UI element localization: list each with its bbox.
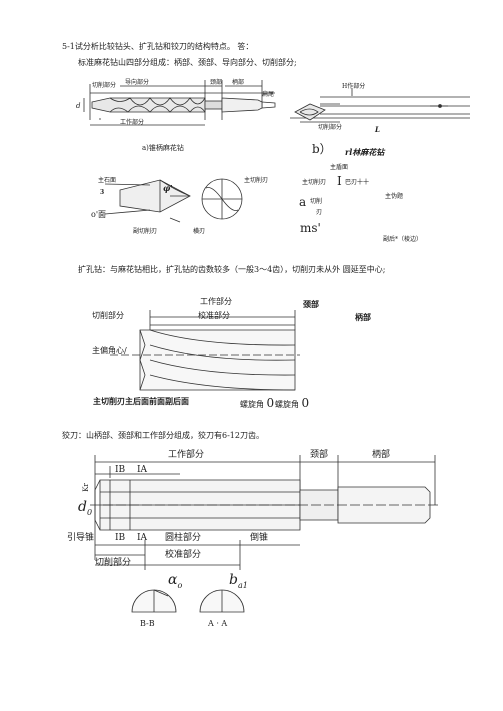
fig1-shank-label: 柄部 bbox=[232, 79, 245, 86]
fig2-pseudo-label: 主伪题 bbox=[385, 193, 404, 200]
drill-structure-line: 标准麻花钻山四部分组成：柄部、颈部、导向部分、切削部分; bbox=[78, 58, 297, 67]
fig4-working-part-label: 工作部分 bbox=[168, 450, 205, 460]
straight-shank-drill-drawing bbox=[290, 88, 470, 123]
fig3-cutting-angle-label: 主偏角心/ bbox=[92, 346, 127, 355]
taper-shank-drill-drawing bbox=[83, 80, 276, 126]
fig2-minor-flank-label: 副后*（棱边） bbox=[383, 236, 423, 243]
core-drill-drawing bbox=[110, 310, 300, 391]
fig3-working-part-label: 工作部分 bbox=[200, 297, 232, 306]
fig3-cut-part-label: 切削部分 bbox=[92, 311, 124, 320]
fig3-helix2-label: 螺旋角 0 bbox=[275, 396, 310, 410]
fig1b-L-label: L bbox=[375, 125, 380, 134]
fig1-cut-part-label: 切削部分 bbox=[92, 82, 117, 89]
fig2-main-edge2-label: 主切削刃 bbox=[302, 179, 327, 186]
fig2-ms-label: ms' bbox=[300, 221, 321, 235]
fig4-IB-label: IB bbox=[115, 465, 126, 475]
fig3-calib-part-label: 校准部分 bbox=[198, 311, 230, 320]
fig4-lead-cone-label: 引导锥 bbox=[67, 533, 95, 543]
fig4-d0-label: d0 bbox=[78, 499, 93, 517]
fig1a-caption: a)锥柄麻花钻 bbox=[142, 144, 184, 152]
fig2-flank-face-label: 主盾面 bbox=[330, 164, 349, 171]
fig1-tang-label: 扁尾 bbox=[262, 91, 275, 98]
fig4-section-bb-label: B-B bbox=[140, 619, 155, 628]
fig4-cut-part-label: 切削部分 bbox=[95, 558, 132, 568]
fig4-kr-label: Kr bbox=[81, 483, 90, 492]
fig1-working-part-label: 工作部分 bbox=[120, 119, 145, 126]
fig4-alpha-label: αo bbox=[168, 572, 183, 590]
fig4-IA-label: IA bbox=[137, 465, 148, 475]
fig3-bottom-label: 主切削刃主后面前面副后面 bbox=[93, 396, 189, 406]
fig2-cut-label: 切削 bbox=[310, 198, 323, 205]
fig4-back-taper-label: 倒锥 bbox=[250, 533, 269, 543]
fig4-cylinder-label: 圆柱部分 bbox=[165, 533, 202, 543]
fig2-main-edge-label: 主切削刃 bbox=[244, 177, 269, 184]
fig2-edge2-label: 刃 bbox=[316, 209, 323, 216]
fig2-minor-edge-label: 副切削刃 bbox=[133, 228, 158, 235]
fig2-three-label: 3 bbox=[100, 189, 105, 196]
fig2-phi-label: φ' bbox=[163, 183, 173, 193]
fig4-calib-part-label: 校准部分 bbox=[165, 550, 202, 560]
reamer-line: 狡刀：山柄部、颈部和工作部分组成，狡刀有6-12刀齿。 bbox=[62, 431, 264, 440]
fig1b-cut-part-label: 切削部分 bbox=[318, 124, 343, 131]
fig3-helix1-label: 螺旋角 0 bbox=[240, 396, 275, 410]
fig4-section-aa-label: A · A bbox=[208, 619, 228, 628]
fig1-d-label: d bbox=[76, 102, 81, 110]
question-line: 5-1试分析比较钻头、扩孔钻和铰刀的结构特点。 答： bbox=[62, 42, 254, 51]
fig4-neck-label: 颈部 bbox=[310, 450, 329, 460]
fig1-neck-label: 颈部 bbox=[210, 79, 223, 86]
reamer-drill-line-1: 扩孔钻：与麻花钻相比，扩孔钻的齿数较多（一般3〜4齿），切削刃未从外 圆延至中心… bbox=[78, 265, 386, 274]
fig4-IA2-label: IA bbox=[137, 533, 148, 543]
fig2-rake-face-label: 主石面 bbox=[98, 177, 117, 184]
fig2-I-label: I bbox=[337, 174, 342, 188]
fig1b-caption-letter: b） bbox=[312, 142, 332, 156]
fig4-ba-label: ba1 bbox=[229, 572, 248, 590]
fig2-edge-label: 巴刃十十 bbox=[345, 179, 370, 186]
fig1-guide-part-label: 导向部分 bbox=[125, 79, 150, 86]
fig3-shank-label: 柄部 bbox=[355, 312, 371, 322]
fig2-o-face-label: o'面 bbox=[91, 210, 107, 219]
fig1b-working-part-label: H作部分 bbox=[342, 83, 366, 90]
fig4-IB2-label: IB bbox=[115, 533, 126, 543]
fig2-chisel-edge-label: 横刃 bbox=[193, 228, 206, 235]
drill-point-geometry-drawing bbox=[104, 178, 243, 223]
reamer-drawing bbox=[90, 455, 440, 613]
fig4-shank-label: 柄部 bbox=[372, 450, 391, 460]
fig2-a-label: a bbox=[299, 195, 307, 209]
fig3-neck-label: 颈部 bbox=[303, 299, 319, 309]
fig1b-caption: rl林麻花钻 bbox=[345, 147, 385, 157]
